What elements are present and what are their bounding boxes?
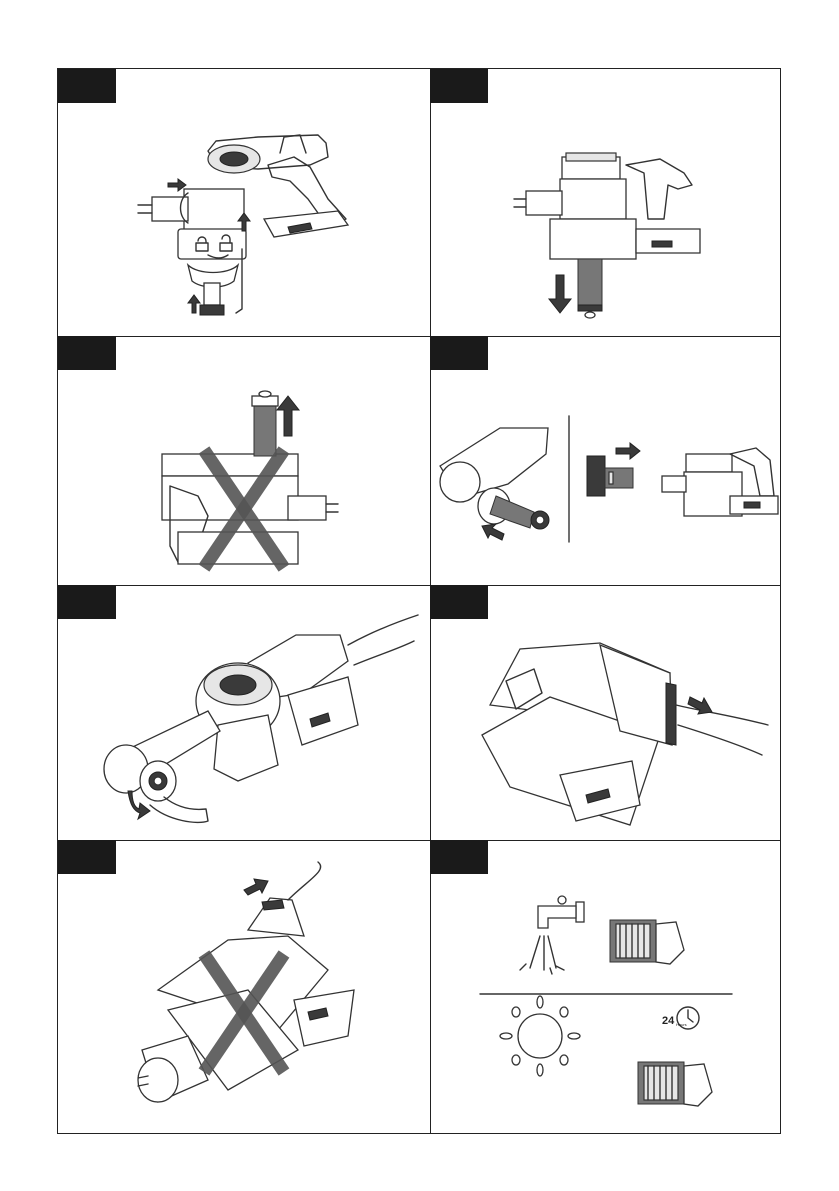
panel-step-2 <box>430 69 782 336</box>
panel-step-1 <box>58 69 430 336</box>
arrow-icon <box>549 275 571 313</box>
arrow-icon <box>244 879 268 895</box>
arrow-icon <box>616 443 640 459</box>
pull-bin-away-illustration <box>430 585 782 840</box>
twist-cyclone-illustration <box>58 585 430 840</box>
arrow-icon <box>688 697 712 714</box>
sun-icon <box>500 996 580 1076</box>
panel-step-7 <box>58 840 430 1135</box>
filter-icon <box>638 1062 712 1106</box>
filter-icon <box>610 920 684 964</box>
vacuum-filter-unlock-illustration <box>58 69 430 336</box>
wash-and-dry-illustration: 24 Hours <box>430 840 782 1135</box>
svg-text:Hours: Hours <box>676 1022 687 1027</box>
instruction-grid: 24 Hours <box>57 68 781 1134</box>
panel-step-8: 24 Hours <box>430 840 782 1135</box>
vacuum-filter-pull-down-illustration <box>430 69 782 336</box>
remove-filter-unit-illustration <box>430 336 782 585</box>
do-not-pull-filter-up-illustration <box>58 336 430 585</box>
panel-step-6 <box>430 585 782 840</box>
svg-text:24: 24 <box>662 1015 675 1027</box>
arrow-icon <box>277 396 299 436</box>
tap-icon <box>520 896 584 974</box>
panel-step-3 <box>58 336 430 585</box>
clock-24-icon: 24 Hours <box>662 1007 699 1029</box>
arrow-icon <box>482 524 504 540</box>
do-not-pull-bin-up-illustration <box>58 840 430 1135</box>
panel-step-4 <box>430 336 782 585</box>
panel-step-5 <box>58 585 430 840</box>
arrow-icon <box>168 179 186 191</box>
